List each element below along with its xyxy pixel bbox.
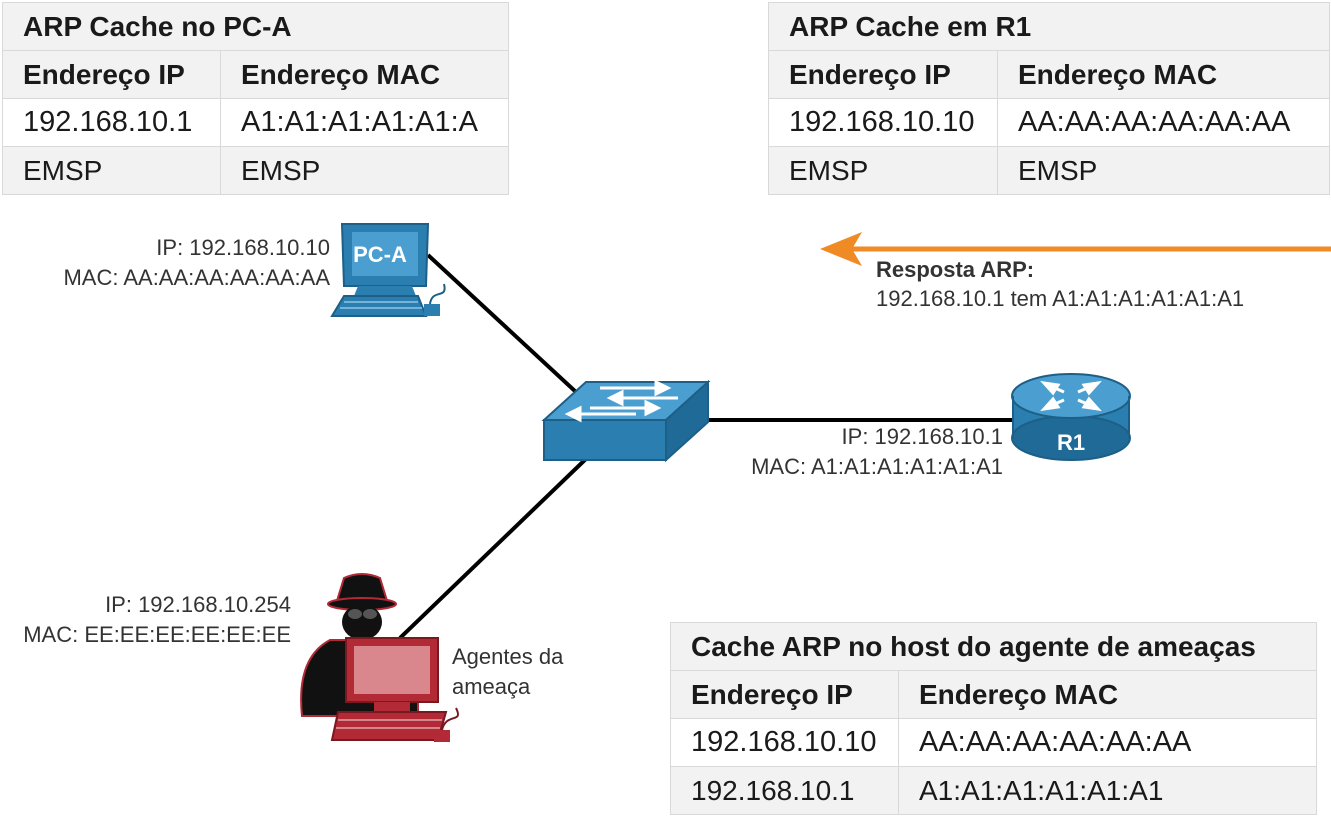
table-row: 192.168.10.10 AA:AA:AA:AA:AA:AA (768, 98, 1331, 147)
r1-label: R1 (1057, 430, 1085, 455)
table-row: 192.168.10.1 A1:A1:A1:A1:A1:A (2, 98, 510, 147)
r1-mac-label: MAC: A1:A1:A1:A1:A1:A1 (751, 454, 1003, 479)
table-row: EMSP EMSP (768, 146, 1331, 195)
cell-ip: 192.168.10.1 (2, 98, 221, 147)
table-title: ARP Cache em R1 (767, 2, 1331, 51)
cell-mac: A1:A1:A1:A1:A1:A (219, 98, 510, 147)
threat-actor-icon (300, 573, 459, 742)
arp-cache-attacker-table: Cache ARP no host do agente de ameaças E… (670, 622, 1317, 815)
link-pca-switch (426, 253, 592, 407)
cell-ip: EMSP (2, 146, 221, 195)
r1-router-icon: R1 (1011, 373, 1131, 461)
column-header-mac: Endereço MAC (996, 50, 1331, 99)
r1-ip-label: IP: 192.168.10.1 (841, 424, 1003, 449)
table-row: 192.168.10.1 A1:A1:A1:A1:A1:A1 (670, 766, 1317, 815)
cell-mac: EMSP (219, 146, 510, 195)
switch-icon (541, 379, 711, 463)
column-header-ip: Endereço IP (670, 670, 899, 719)
column-header-ip: Endereço IP (2, 50, 221, 99)
cell-ip: 192.168.10.10 (768, 98, 998, 147)
attacker-ip-label: IP: 192.168.10.254 (105, 592, 291, 617)
table-row: 192.168.10.10 AA:AA:AA:AA:AA:AA (670, 718, 1317, 767)
table-row: EMSP EMSP (2, 146, 510, 195)
arp-reply-text: 192.168.10.1 tem A1:A1:A1:A1:A1:A1 (876, 286, 1245, 311)
cell-ip: 192.168.10.1 (670, 766, 899, 815)
arp-cache-pc-a-table: ARP Cache no PC-A Endereço IP Endereço M… (1, 2, 510, 195)
arp-cache-r1-table: ARP Cache em R1 Endereço IP Endereço MAC… (767, 2, 1331, 195)
column-header-mac: Endereço MAC (219, 50, 510, 99)
table-title: ARP Cache no PC-A (1, 2, 510, 51)
arp-reply-title: Resposta ARP: (876, 257, 1035, 282)
attacker-name-line2: ameaça (452, 674, 531, 699)
cell-ip: 192.168.10.10 (670, 718, 899, 767)
cell-mac: A1:A1:A1:A1:A1:A1 (898, 766, 1317, 815)
arp-reply-arrow (820, 232, 1331, 266)
cell-mac: AA:AA:AA:AA:AA:AA (996, 98, 1331, 147)
pc-a-mac-label: MAC: AA:AA:AA:AA:AA:AA (63, 265, 330, 290)
pc-a-icon: PC-A (330, 223, 446, 317)
pc-a-ip-label: IP: 192.168.10.10 (156, 235, 330, 260)
cell-mac: AA:AA:AA:AA:AA:AA (898, 718, 1317, 767)
link-switch-attacker (398, 453, 592, 640)
attacker-mac-label: MAC: EE:EE:EE:EE:EE:EE (23, 622, 291, 647)
cell-ip: EMSP (768, 146, 998, 195)
attacker-name-line1: Agentes da (452, 644, 564, 669)
pc-a-label: PC-A (353, 242, 407, 267)
cell-mac: EMSP (996, 146, 1331, 195)
column-header-mac: Endereço MAC (898, 670, 1317, 719)
table-title: Cache ARP no host do agente de ameaças (670, 622, 1317, 671)
column-header-ip: Endereço IP (768, 50, 998, 99)
